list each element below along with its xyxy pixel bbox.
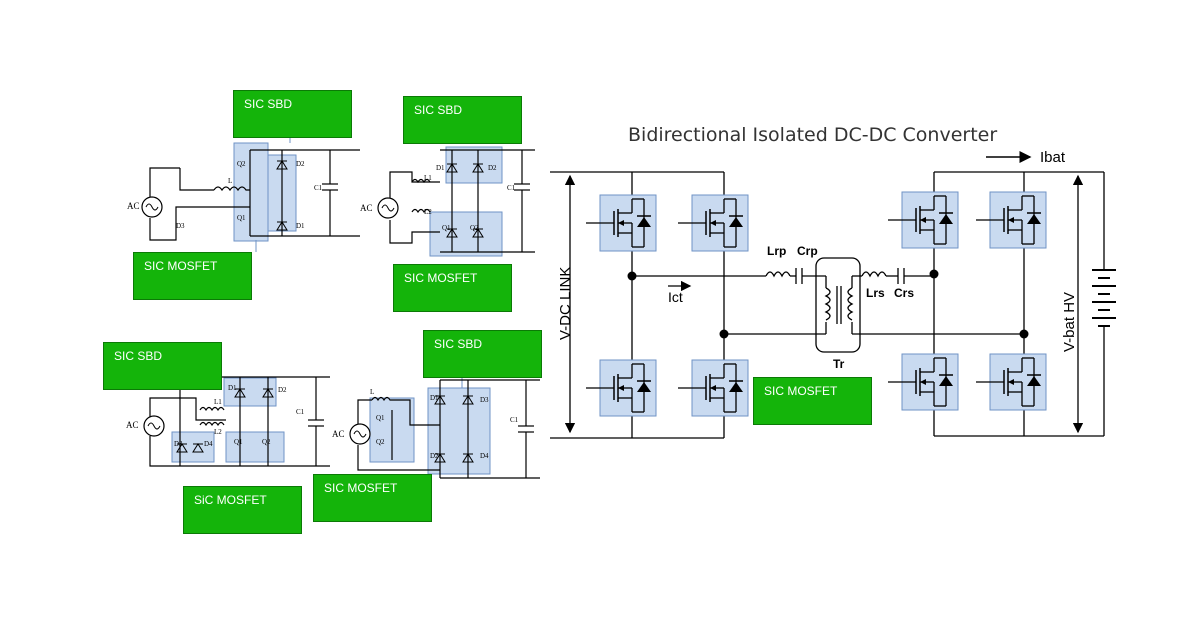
vbat-hv-label: V-bat HV xyxy=(1061,292,1078,352)
d3-label: D3 xyxy=(480,396,489,404)
lrp-label: Lrp xyxy=(767,244,786,258)
d4-label: D4 xyxy=(480,452,489,460)
l2-label: L2 xyxy=(424,208,432,216)
transformer-label: Tr xyxy=(833,357,845,371)
c1-label: C1 xyxy=(510,416,519,424)
callout-sic-mosfet: SIC MOSFET xyxy=(133,252,252,300)
callout-sic-sbd: SIC SBD xyxy=(403,96,522,144)
c1-label: C1 xyxy=(507,184,516,192)
d1-label: D1 xyxy=(296,222,305,230)
c1-label: C1 xyxy=(296,408,305,416)
callout-text: SIC SBD xyxy=(414,103,463,117)
ac-label: AC xyxy=(332,429,345,439)
pfc-circuit-bottom-left: D1 D2 L1 L2 D3 D4 Q1 Q2 C1 AC xyxy=(126,376,330,467)
q2-label: Q2 xyxy=(376,438,385,446)
l-label: L xyxy=(370,388,374,396)
d2-label: D2 xyxy=(278,386,287,394)
l-label: L xyxy=(228,177,232,185)
d2-label: D2 xyxy=(296,160,305,168)
q2-label: Q2 xyxy=(237,160,246,168)
pfc-circuit-top-middle: D1 D2 L1 L2 Q1 Q2 C1 AC xyxy=(360,146,535,257)
d2-label: D2 xyxy=(430,452,439,460)
diagram-title: Bidirectional Isolated DC-DC Converter xyxy=(628,124,998,146)
d3-label: D3 xyxy=(176,222,185,230)
pfc-circuit-bottom-middle: D1 D3 D2 D4 L Q1 Q2 C1 AC xyxy=(332,378,540,479)
callout-text: SIC MOSFET xyxy=(404,271,478,285)
l2-label: L2 xyxy=(214,428,222,436)
ac-label: AC xyxy=(360,203,373,213)
d1-label: D1 xyxy=(436,164,445,172)
callout-text: SIC SBD xyxy=(244,97,293,111)
q1-label: Q1 xyxy=(234,438,243,446)
callout-text: SIC MOSFET xyxy=(324,481,398,495)
d4-label: D4 xyxy=(204,440,213,448)
d1-label: D1 xyxy=(228,384,237,392)
callout-sic-sbd: SIC SBD xyxy=(103,342,222,390)
callout-text: SIC MOSFET xyxy=(144,259,218,273)
pfc-circuit-top-left: Q2 Q1 D2 D1 C1 L D3 AC xyxy=(127,135,360,252)
q2-label: Q2 xyxy=(262,438,271,446)
ibat-label: Ibat xyxy=(1040,149,1066,166)
callout-sic-sbd: SIC SBD xyxy=(423,330,542,378)
d3-label: D3 xyxy=(174,440,183,448)
crp-label: Crp xyxy=(797,244,818,258)
callout-sic-mosfet: SiC MOSFET xyxy=(183,486,302,534)
callout-text: SIC SBD xyxy=(114,349,163,363)
ac-label: AC xyxy=(126,420,139,430)
callout-sic-mosfet: SIC MOSFET xyxy=(753,377,872,425)
lrs-label: Lrs xyxy=(866,286,885,300)
callout-sic-sbd: SIC SBD xyxy=(233,90,352,138)
ict-label: Ict xyxy=(668,289,683,305)
callout-sic-mosfet: SIC MOSFET xyxy=(393,264,512,312)
q2-label: Q2 xyxy=(470,224,479,232)
callout-text: SiC MOSFET xyxy=(194,493,267,507)
d2-label: D2 xyxy=(488,164,497,172)
q1-label: Q1 xyxy=(376,414,385,422)
c1-label: C1 xyxy=(314,184,323,192)
callout-sic-mosfet: SIC MOSFET xyxy=(313,474,432,522)
l1-label: L1 xyxy=(424,174,432,182)
q1-label: Q1 xyxy=(237,214,246,222)
crs-label: Crs xyxy=(894,286,914,300)
vdc-link-label: V-DC LINK xyxy=(557,267,574,340)
dcdc-converter: V-DC LINK V-bat HV Lrp Crp Lrs Crs Tr Ic… xyxy=(550,149,1116,439)
q1-label: Q1 xyxy=(442,224,451,232)
ac-label: AC xyxy=(127,201,140,211)
d1-label: D1 xyxy=(430,394,439,402)
callout-text: SIC SBD xyxy=(434,337,483,351)
l1-label: L1 xyxy=(214,398,222,406)
callout-text: SIC MOSFET xyxy=(764,384,838,398)
